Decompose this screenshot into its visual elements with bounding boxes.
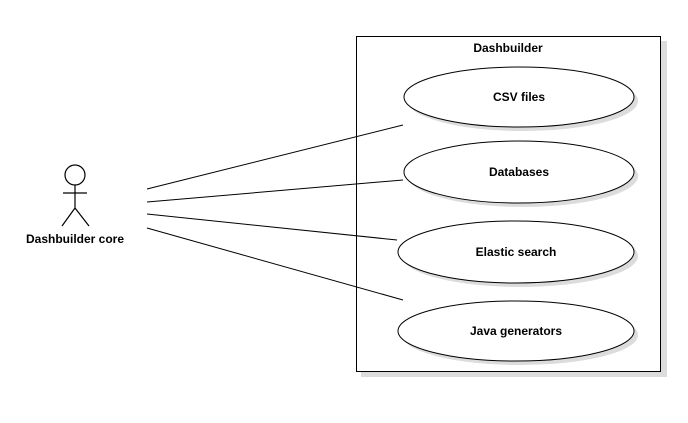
use-case-label: Databases [489, 165, 549, 179]
use-case-ellipse [403, 66, 635, 128]
actor-stick-figure-icon [61, 164, 90, 227]
actor-name: Dashbuilder core [26, 232, 124, 246]
actor-dashbuilder-core[interactable]: Dashbuilder core [26, 164, 124, 246]
association-line-java-generators [146, 227, 404, 301]
use-case-databases[interactable]: Databases [403, 140, 638, 207]
use-case-ellipse [403, 140, 635, 204]
use-case-elastic-search[interactable]: Elastic search [397, 220, 638, 287]
system-title: Dashbuilder [473, 41, 543, 55]
use-case-label: Java generators [470, 324, 562, 338]
use-case-ellipse [397, 220, 635, 284]
use-case-java-generators[interactable]: Java generators [397, 300, 638, 365]
association-line-elastic-search [146, 213, 398, 241]
use-case-label: Elastic search [476, 245, 557, 259]
use-case-csv-files[interactable]: CSV files [403, 66, 638, 131]
use-case-label: CSV files [493, 90, 545, 104]
use-case-ellipse [397, 300, 635, 362]
association-line-databases [146, 179, 404, 203]
association-line-csv-files [146, 124, 404, 190]
